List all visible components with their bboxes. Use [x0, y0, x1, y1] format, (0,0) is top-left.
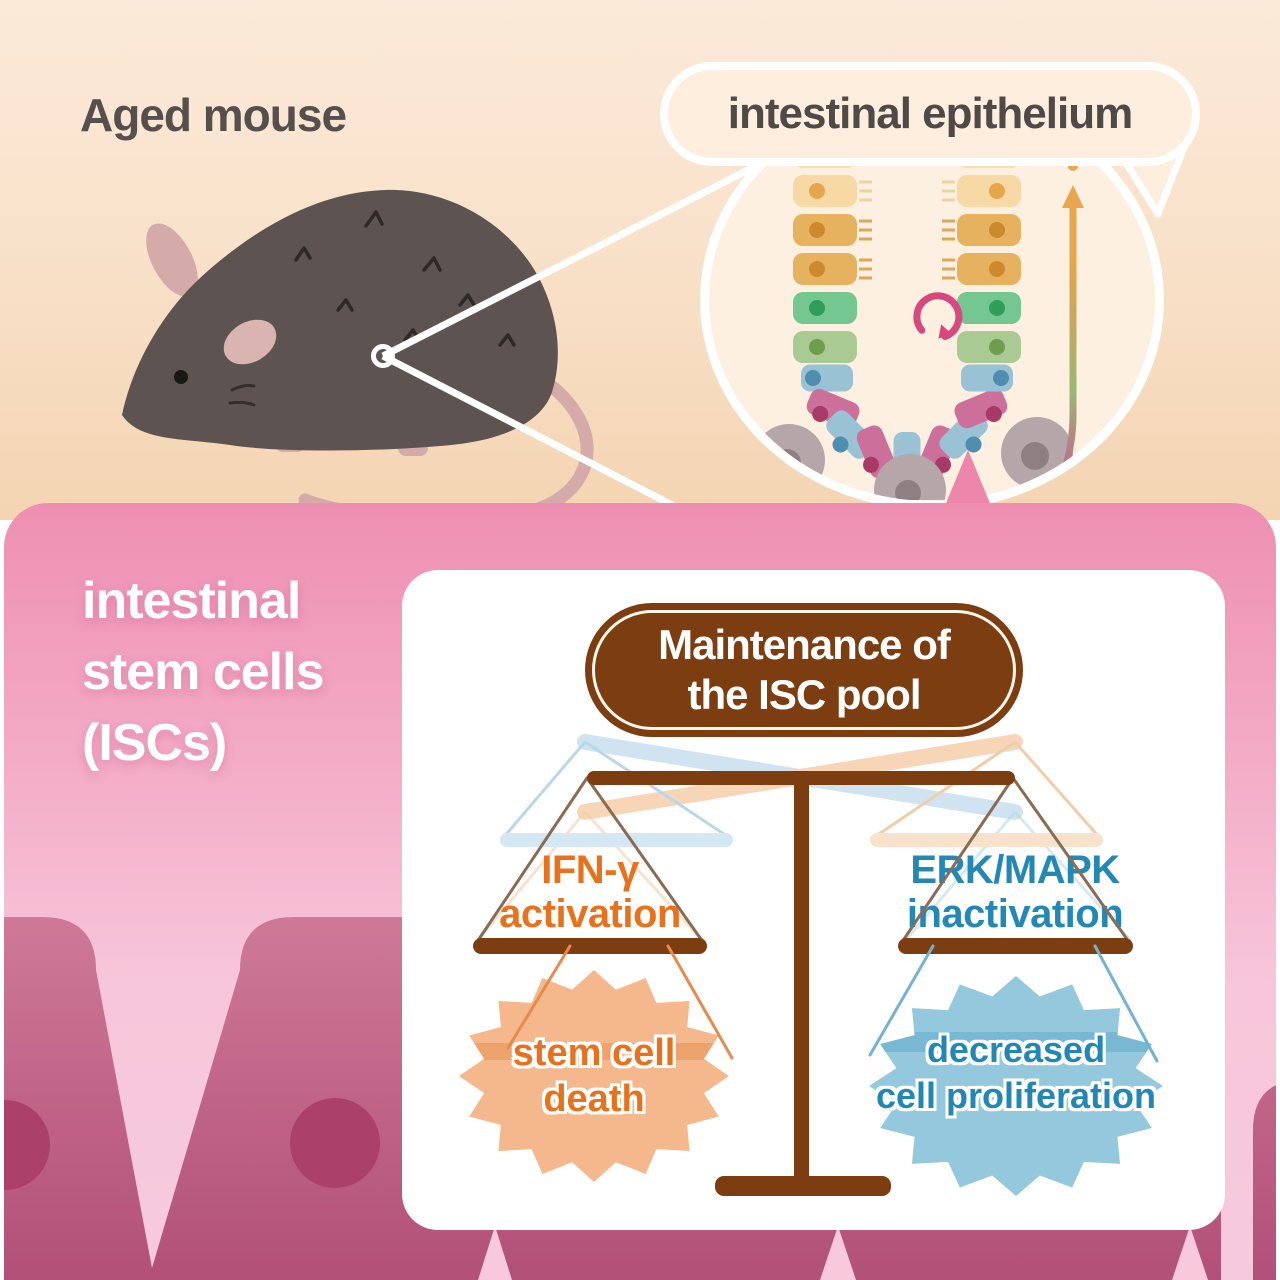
crypt-location-pointer	[944, 450, 992, 508]
scale-post	[794, 778, 809, 1180]
mouse-body	[122, 189, 558, 451]
mouse-eye-icon	[174, 370, 188, 384]
mouse-whiskers	[228, 384, 256, 407]
bubble-label: intestinal epithelium	[727, 89, 1133, 138]
mesenchymal-cells	[753, 417, 1073, 500]
balance-card: IFN-γ activation ERK/MAPK inactivation	[402, 570, 1225, 1230]
pill-inner-ring	[592, 610, 1016, 730]
aged-mouse-label: Aged mouse	[80, 89, 347, 141]
sample-point-ring-icon	[371, 344, 395, 368]
isc-section-label: intestinal stem cells (ISCs)	[82, 566, 324, 779]
ghost-pan-right	[870, 833, 1103, 847]
starburst-ribbon	[869, 1032, 1163, 1052]
cell-renewal-cycle-arrow-icon	[913, 292, 963, 340]
stem-cell-death-label: stem cell death	[512, 1032, 676, 1120]
scale-pan-right	[898, 938, 1133, 954]
starburst-shape-icon	[459, 970, 729, 1182]
ifn-gamma-activation-label: IFN-γ activation	[499, 848, 681, 936]
balance-scale-illustration	[473, 771, 1133, 1196]
intestinal-epithelium-bubble: intestinal epithelium	[660, 62, 1200, 166]
decreased-proliferation-burst: decreased cell proliferation	[869, 976, 1163, 1196]
decreased-proliferation-label: decreased cell proliferation	[875, 1029, 1157, 1116]
scale-pan-left	[473, 938, 707, 954]
intestinal-crypt-illustration	[753, 129, 1084, 500]
scale-base	[715, 1176, 891, 1196]
isc-label-line: intestinal	[82, 572, 301, 630]
isc-label-line: (ISCs)	[82, 714, 227, 772]
maintenance-title: Maintenance of the ISC pool	[658, 621, 951, 718]
erk-mapk-inactivation-label: ERK/MAPK inactivation	[906, 848, 1124, 936]
mouse-ear-icon	[146, 223, 198, 297]
stem-cell-death-burst: stem cell death	[459, 970, 729, 1182]
isc-label-line: stem cells	[82, 643, 324, 701]
ghost-pan-left	[500, 833, 733, 847]
maintenance-pill: Maintenance of the ISC pool	[585, 603, 1023, 737]
mouse-inner-ear	[223, 319, 277, 365]
